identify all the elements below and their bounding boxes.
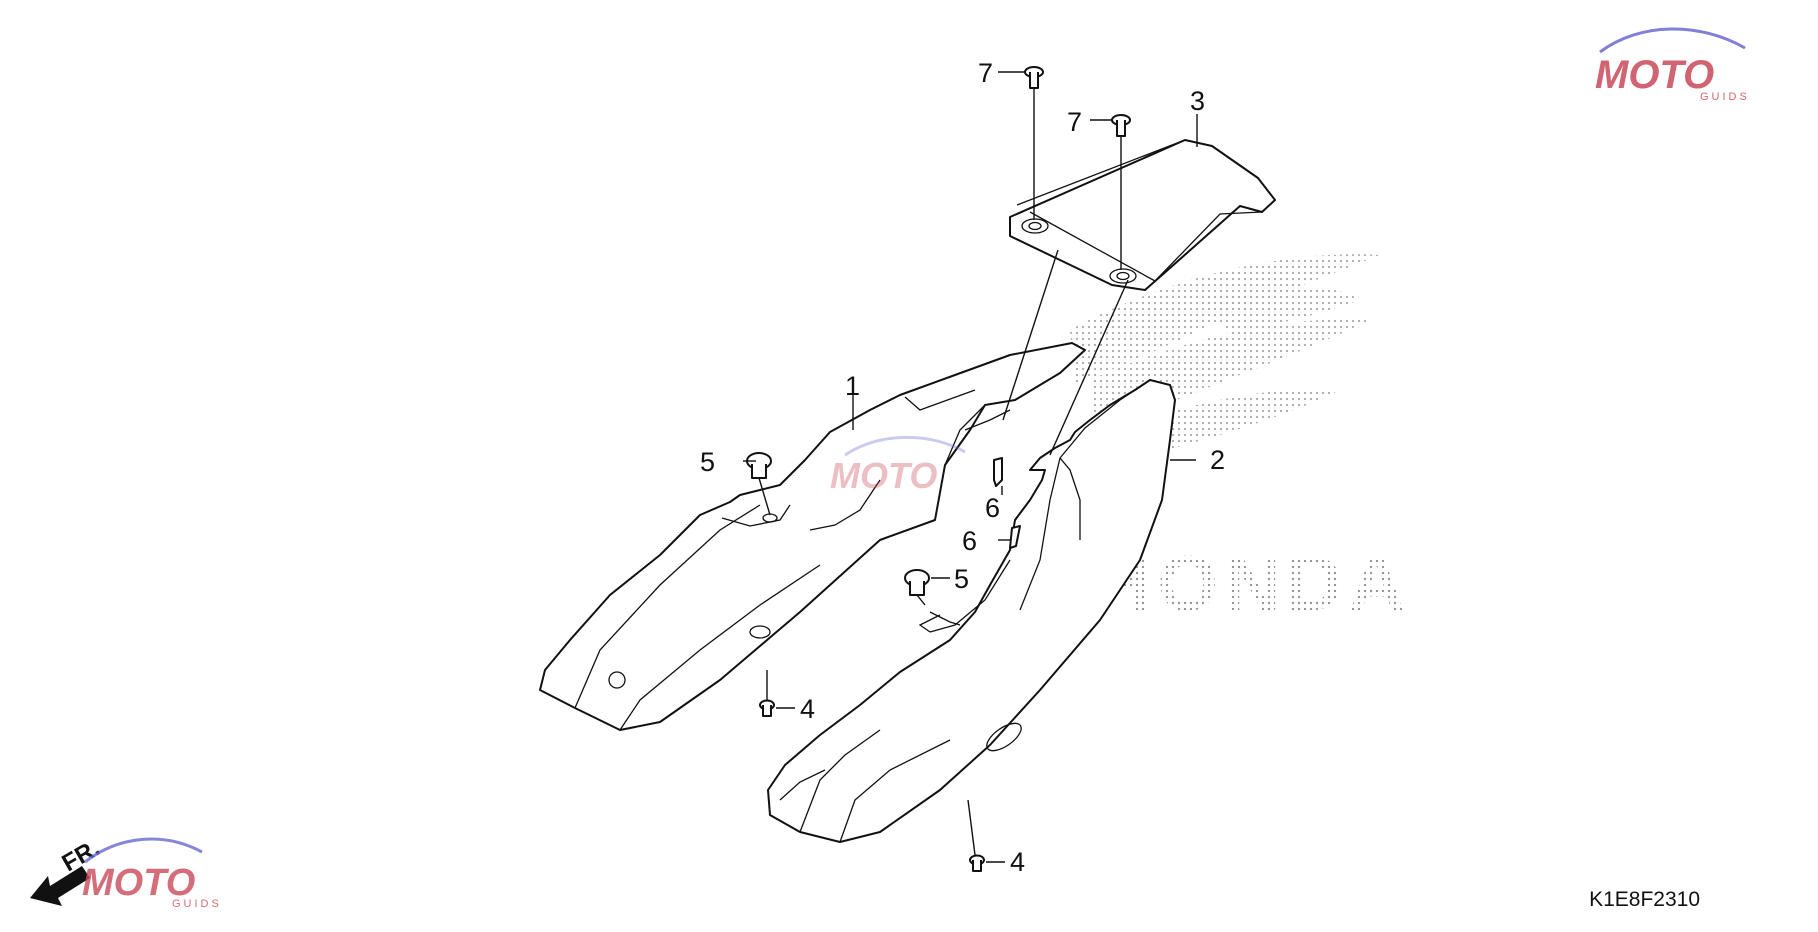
svg-text:GUIDS: GUIDS [172,898,222,910]
moto-guids-watermark-center: MOTO [830,435,966,496]
moto-guids-watermark-top: MOTO GUIDS [1595,27,1750,103]
svg-text:GUIDS: GUIDS [1700,91,1750,103]
callout-part-5-left: 5 [700,447,715,477]
callout-part-5-right: 5 [954,564,969,594]
callout-part-4-lower: 4 [1010,847,1025,877]
part-1-left-side-cover [539,342,1086,731]
moto-guids-watermark-bottom: MOTO GUIDS [82,837,222,910]
callout-part-3: 3 [1190,86,1205,116]
honda-logo-text: HONDA [1095,539,1411,627]
svg-text:MOTO: MOTO [1595,53,1714,97]
clip-5-right [904,569,930,596]
part-3-rear-cover [1009,139,1276,291]
bolt-7-right [1111,114,1131,137]
callout-part-4-upper: 4 [800,694,815,724]
svg-text:MOTO: MOTO [82,862,195,904]
callout-part-1: 1 [845,371,860,401]
leader-lines [743,71,1198,863]
bolt-7-left [1024,66,1044,89]
screw-6-lower [1009,525,1021,549]
part-2-right-side-cover [767,379,1176,843]
callout-part-6-lower: 6 [962,526,977,556]
callout-part-7-right: 7 [1067,107,1082,137]
clip-5-left [746,452,772,479]
screw-6-upper [993,457,1003,487]
bolt-4-lower [969,854,985,872]
callout-part-7-left: 7 [978,58,993,88]
diagram-code: K1E8F2310 [1589,888,1700,911]
svg-text:MOTO: MOTO [830,455,937,496]
callout-part-2: 2 [1210,445,1225,475]
bolt-4-upper [759,699,775,717]
callout-part-6-upper: 6 [985,493,1000,523]
